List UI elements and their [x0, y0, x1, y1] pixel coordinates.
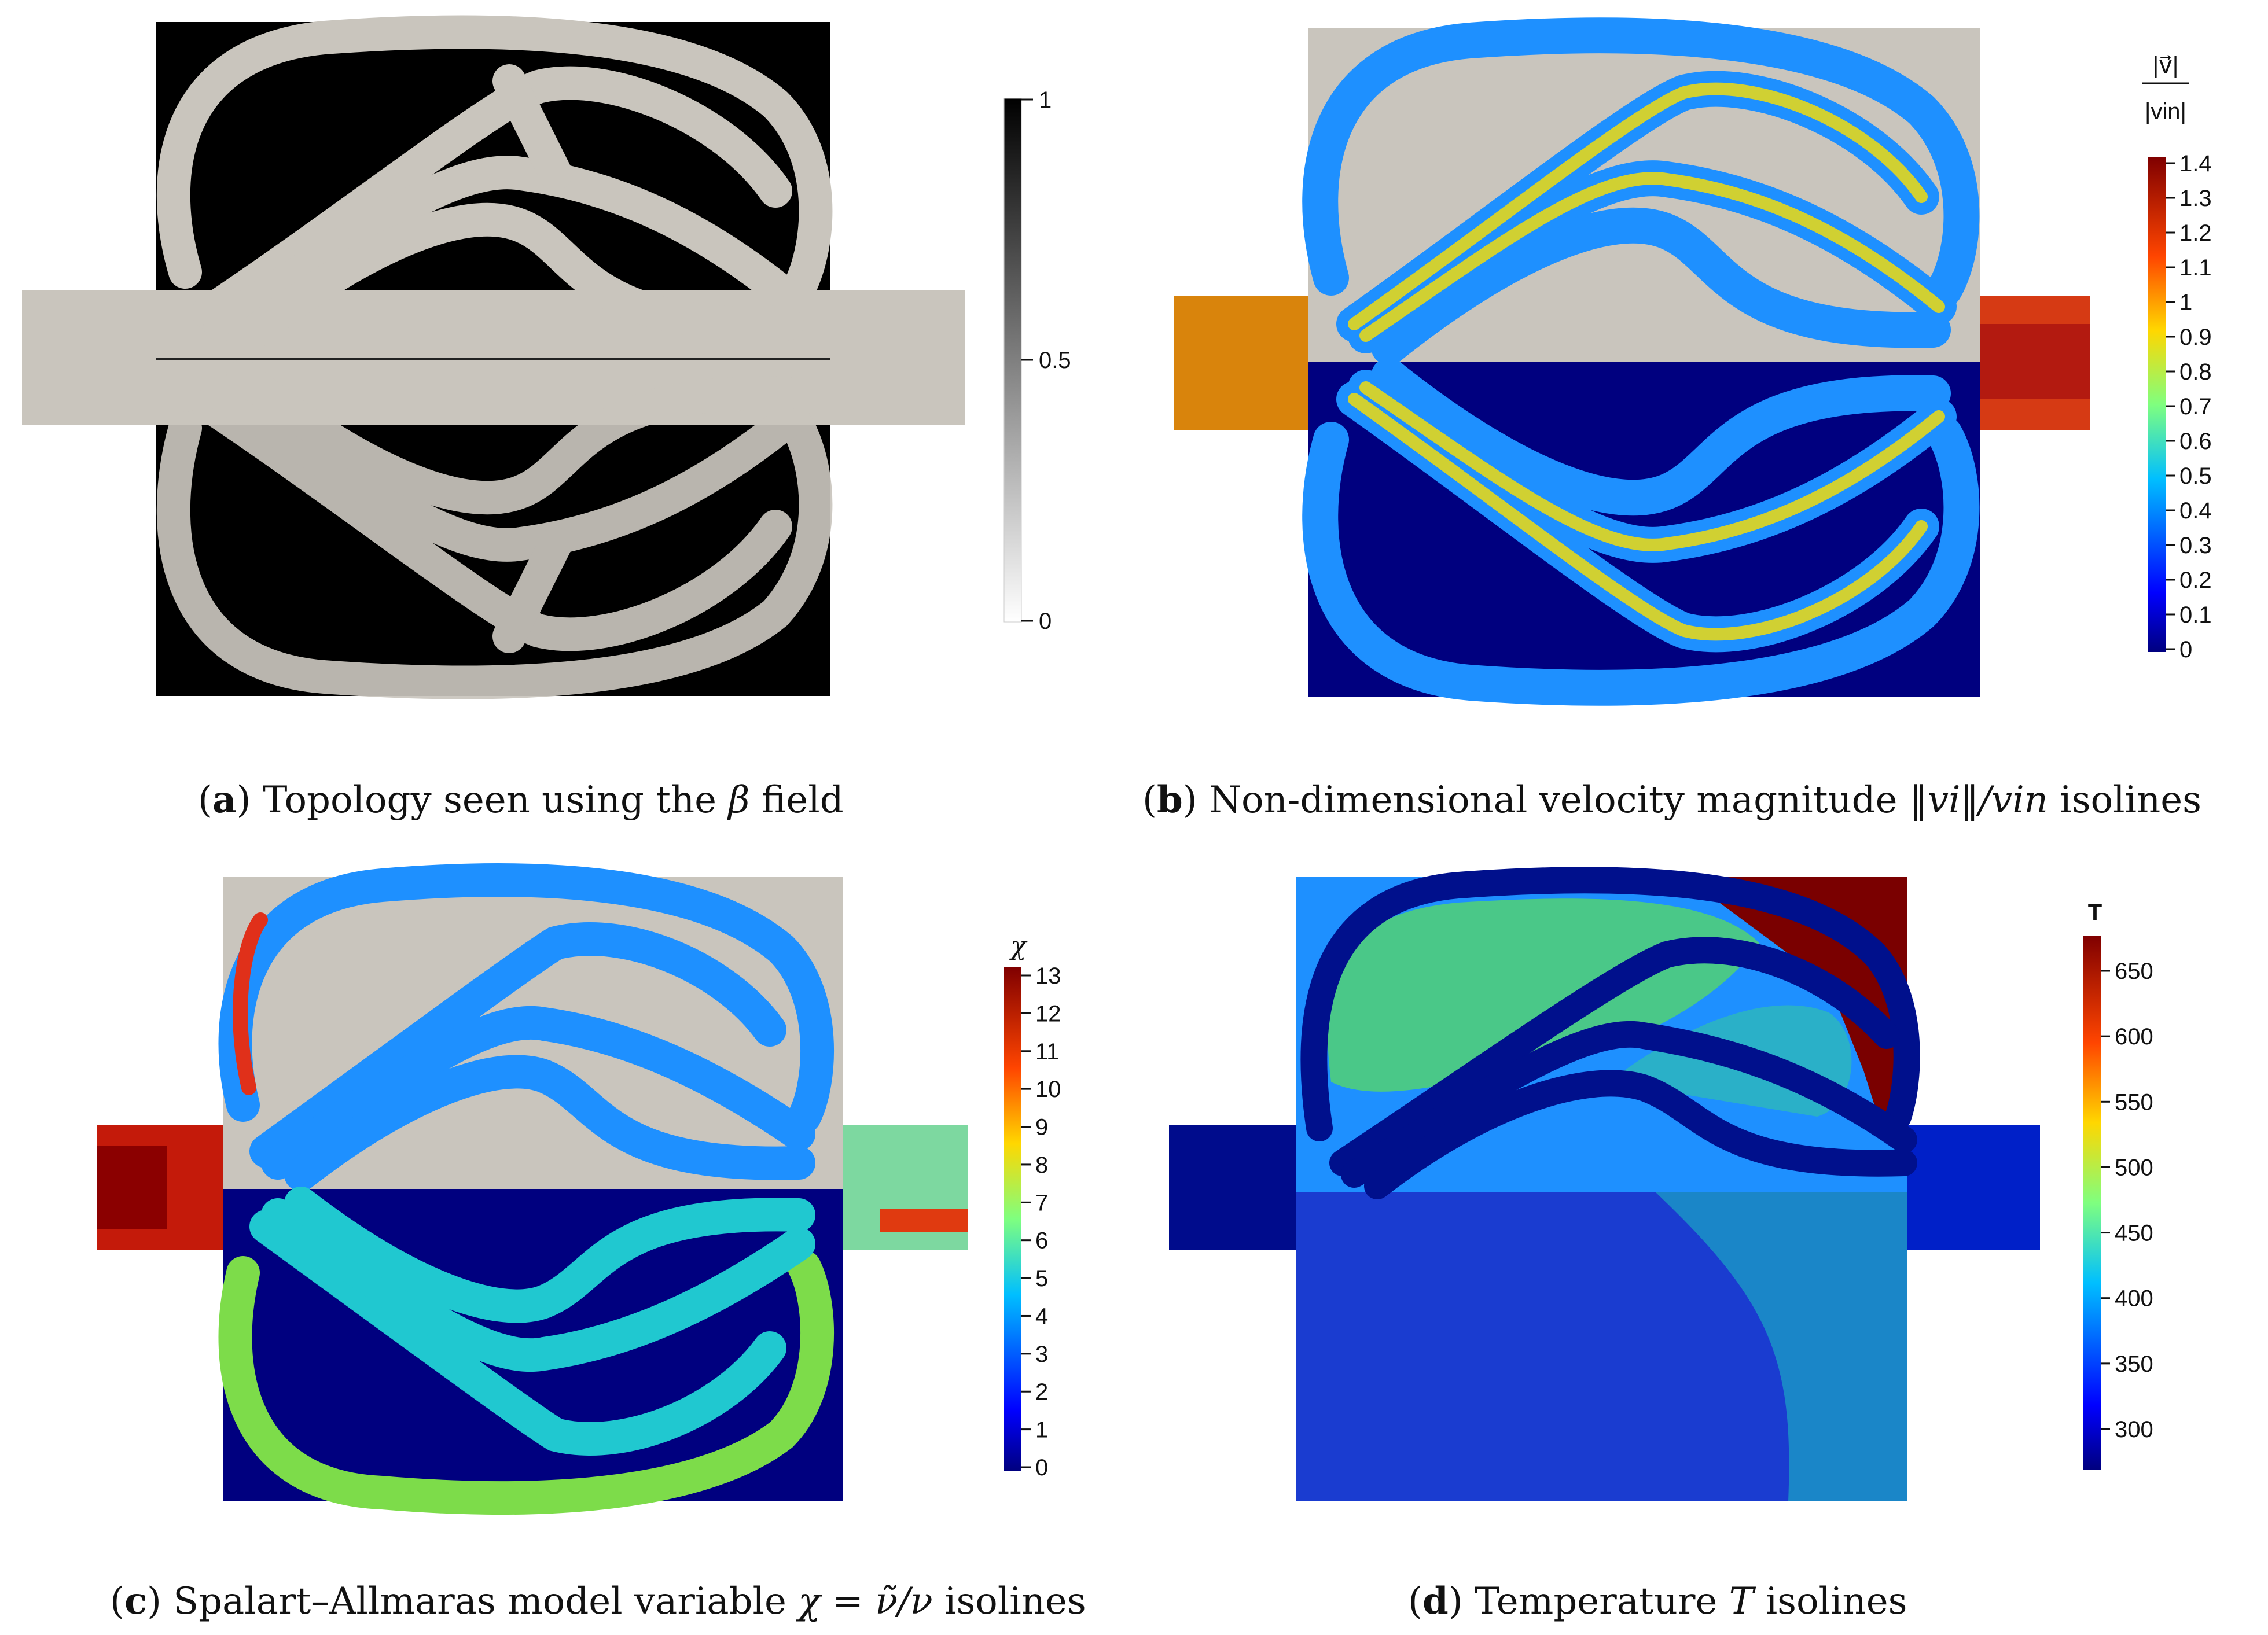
colorbar-tick-label: 0: [2179, 637, 2192, 662]
panel-a-figure: 1 0.5 0: [22, 15, 1071, 699]
colorbar-tick-label: 0.6: [2179, 429, 2212, 454]
colorbar-tick-label: 0.8: [2179, 359, 2212, 385]
caption-tail: isolines: [932, 1580, 1086, 1623]
topology-channels-top: [156, 15, 833, 358]
colorbar-a-ticks: 1 0.5 0: [1021, 87, 1071, 634]
colorbar-tick-label: 11: [1035, 1039, 1060, 1065]
caption-text: Topology seen using the: [251, 779, 729, 822]
caption-math: ‖vi‖/vin: [1909, 779, 2048, 822]
colorbar-tick-label: 1.2: [2179, 220, 2212, 246]
outlet: [1907, 1125, 2040, 1250]
colorbar-tick-label: 13: [1035, 963, 1061, 989]
panel-b-velocity: |v⃗| |vin| 1.4 1.3 1.2 1.1 1 0.9 0.8 0.7 0.6 0.5 0…: [1134, 0, 2268, 822]
caption-text: Non-dimensional velocity magnitude: [1197, 779, 1909, 822]
colorbar-tick-label: 7: [1035, 1190, 1048, 1216]
caption-a: (a) Topology seen using the β field: [198, 778, 844, 822]
caption-d: (d) Temperature T isolines: [1408, 1579, 1907, 1623]
caption-b: (b) Non-dimensional velocity magnitude ‖…: [1142, 778, 2201, 822]
colorbar-tick-label: 10: [1035, 1077, 1061, 1102]
caption-tail: isolines: [2048, 779, 2201, 822]
caption-symbol: β: [728, 779, 750, 822]
nu-channels-bottom: [218, 1187, 835, 1515]
colorbar-a-tick-label: 0: [1039, 609, 1052, 634]
colorbar-tick-label: 1.3: [2179, 186, 2212, 211]
caption-letter: b: [1156, 778, 1183, 822]
panel-a-topology: 1 0.5 0 (a) Topology seen using the β fi…: [0, 0, 1134, 822]
colorbar-tick-label: 400: [2115, 1286, 2153, 1312]
colorbar-tick-label: 0.2: [2179, 568, 2212, 593]
colorbar-b-ticks: 1.4 1.3 1.2 1.1 1 0.9 0.8 0.7 0.6 0.5 0.4 0.3 0.2 0.1…: [2166, 151, 2212, 662]
colorbar-d-title: T: [2088, 900, 2102, 925]
caption-text: Spalart–Allmaras model variable: [161, 1580, 799, 1623]
colorbar-tick-label: 0.9: [2179, 325, 2212, 350]
caption-c: (c) Spalart–Allmaras model variable χ = …: [110, 1579, 1086, 1623]
colorbar-b: [2148, 157, 2166, 652]
colorbar-tick-label: 0.5: [2179, 463, 2212, 489]
colorbar-tick-label: 1: [1035, 1417, 1048, 1443]
colorbar-c: [1004, 967, 1021, 1471]
panel-d-temperature: T 650 600 550 500 450 400 350 300 (d) Temperatu…: [1134, 839, 2268, 1635]
colorbar-tick-label: 1.4: [2179, 151, 2212, 176]
colorbar-tick-label: 0.3: [2179, 533, 2212, 558]
colorbar-tick-label: 5: [1035, 1266, 1048, 1291]
panel-b-figure: |v⃗| |vin| 1.4 1.3 1.2 1.1 1 0.9 0.8 0.7 0.6 0.5 0…: [1174, 17, 2212, 706]
colorbar-tick-label: 1.1: [2179, 255, 2212, 281]
caption-text: Temperature: [1462, 1580, 1729, 1623]
colorbar-b-title-den: |vin|: [2145, 99, 2186, 124]
colorbar-tick-label: 650: [2115, 959, 2153, 984]
inlet: [1169, 1125, 1296, 1250]
flow-channels-top: [1302, 17, 1980, 365]
flow-channels-bottom: [1302, 358, 1980, 706]
colorbar-tick-label: 9: [1035, 1115, 1048, 1140]
colorbar-tick-label: 3: [1035, 1342, 1048, 1367]
colorbar-c-title: χ: [1009, 931, 1028, 961]
colorbar-tick-label: 0.1: [2179, 602, 2212, 628]
nu-channels-top: [218, 863, 835, 1191]
colorbar-d-ticks: 650 600 550 500 450 400 350 300: [2101, 959, 2153, 1442]
colorbar-tick-label: 600: [2115, 1024, 2153, 1050]
colorbar-tick-label: 1: [2179, 290, 2192, 315]
topology-channels-bottom: [156, 359, 833, 699]
colorbar-a-tick-label: 0.5: [1039, 348, 1071, 373]
colorbar-tick-label: 8: [1035, 1152, 1048, 1178]
colorbar-tick-label: 300: [2115, 1417, 2153, 1442]
colorbar-tick-label: 2: [1035, 1379, 1048, 1405]
colorbar-b-title-num: |v⃗|: [2153, 53, 2178, 78]
caption-math: χ = ν̃/ν: [798, 1580, 933, 1623]
panel-d-figure: T 650 600 550 500 450 400 350 300: [1169, 867, 2153, 1501]
colorbar-a-tick-label: 1: [1039, 87, 1052, 113]
caption-letter: a: [212, 778, 237, 822]
caption-letter: d: [1422, 1579, 1449, 1623]
colorbar-tick-label: 0.4: [2179, 498, 2212, 524]
colorbar-d: [2083, 936, 2101, 1470]
colorbar-a: [1003, 98, 1022, 623]
caption-letter: c: [124, 1579, 147, 1623]
colorbar-tick-label: 450: [2115, 1221, 2153, 1246]
caption-tail: field: [749, 779, 844, 822]
colorbar-tick-label: 350: [2115, 1352, 2153, 1377]
colorbar-tick-label: 550: [2115, 1089, 2153, 1115]
inlet: [1174, 296, 1308, 430]
caption-math: T: [1729, 1580, 1754, 1623]
colorbar-tick-label: 0: [1035, 1455, 1048, 1481]
cold-channels: [1300, 867, 1920, 1199]
colorbar-tick-label: 4: [1035, 1303, 1048, 1329]
colorbar-tick-label: 12: [1035, 1001, 1061, 1026]
colorbar-tick-label: 500: [2115, 1155, 2153, 1180]
caption-tail: isolines: [1754, 1580, 1907, 1623]
colorbar-b-title: |v⃗| |vin|: [2142, 53, 2189, 124]
colorbar-tick-label: 6: [1035, 1228, 1048, 1254]
colorbar-tick-label: 0.7: [2179, 394, 2212, 419]
